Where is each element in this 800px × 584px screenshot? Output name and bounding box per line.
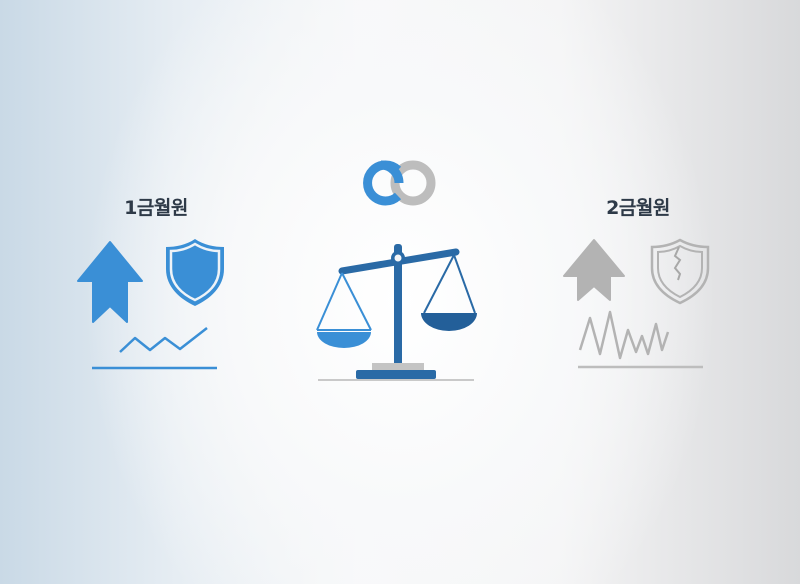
volatile-line-icon xyxy=(578,310,703,369)
cracked-shield-icon xyxy=(650,238,710,305)
right-panel-title: 2금월원 xyxy=(606,197,670,219)
interlocking-rings-icon xyxy=(363,160,436,206)
arrow-up-icon xyxy=(77,241,143,323)
balance-scale-icon xyxy=(316,244,477,381)
left-panel-title: 1금월원 xyxy=(124,197,188,219)
arrow-up-icon xyxy=(563,239,625,301)
shield-icon xyxy=(166,239,224,306)
trend-line-icon xyxy=(92,327,217,370)
